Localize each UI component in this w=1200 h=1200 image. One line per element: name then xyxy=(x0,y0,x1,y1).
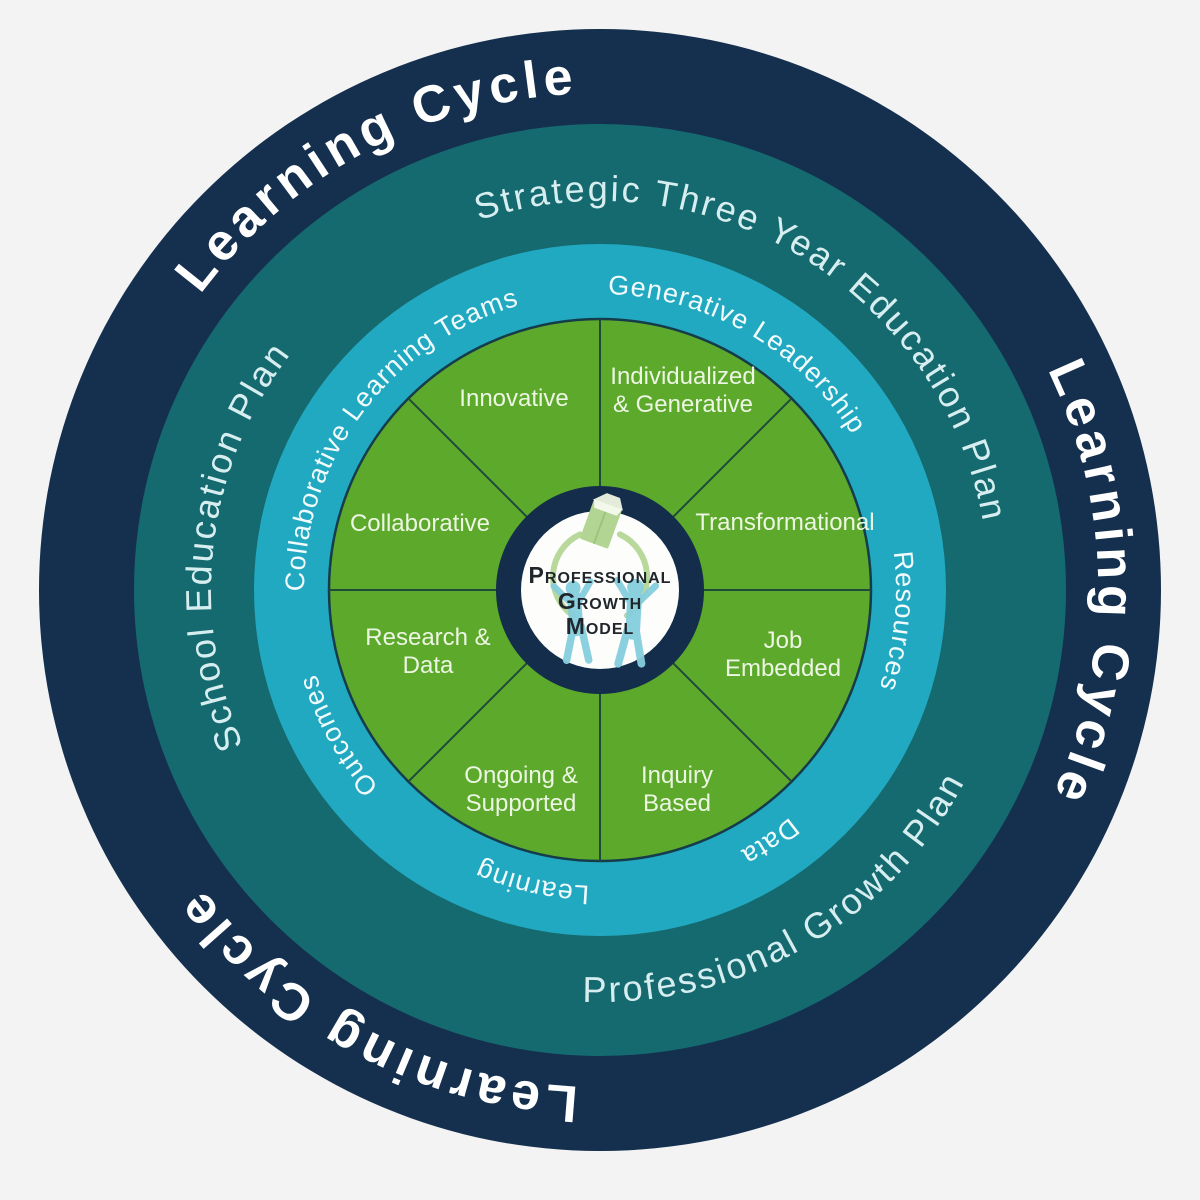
segment-label-inquiry-line1: Inquiry xyxy=(641,762,713,789)
segment-label-collaborative: Collaborative xyxy=(350,510,490,537)
segment-labels: Innovative Individualized & Generative T… xyxy=(350,363,875,817)
segment-label-research-line2: Data xyxy=(403,652,454,679)
person-icon-right xyxy=(613,576,660,668)
segment-divider-lines xyxy=(329,319,871,861)
center-title-line2: Growth xyxy=(558,588,642,614)
segment-label-inquiry-line2: Based xyxy=(643,790,711,817)
center-title-line3: Model xyxy=(566,613,635,639)
center-badge: Professional Growth Model xyxy=(496,486,704,694)
segment-label-innovative: Innovative xyxy=(459,385,568,412)
segment-label-individualized-line2: & Generative xyxy=(613,391,753,418)
segment-label-job-line2: Embedded xyxy=(725,655,841,682)
segment-label-ongoing-line1: Ongoing & xyxy=(464,762,577,789)
center-title-line1: Professional xyxy=(529,562,672,588)
segment-label-ongoing-line2: Supported xyxy=(466,790,577,817)
person-icon-left xyxy=(550,578,594,665)
book-icon xyxy=(580,493,623,549)
segment-label-transformational: Transformational xyxy=(695,509,874,536)
segment-label-individualized-line1: Individualized xyxy=(610,363,755,390)
segment-label-job-line1: Job xyxy=(764,627,803,654)
segment-label-research-line1: Research & xyxy=(365,624,490,651)
